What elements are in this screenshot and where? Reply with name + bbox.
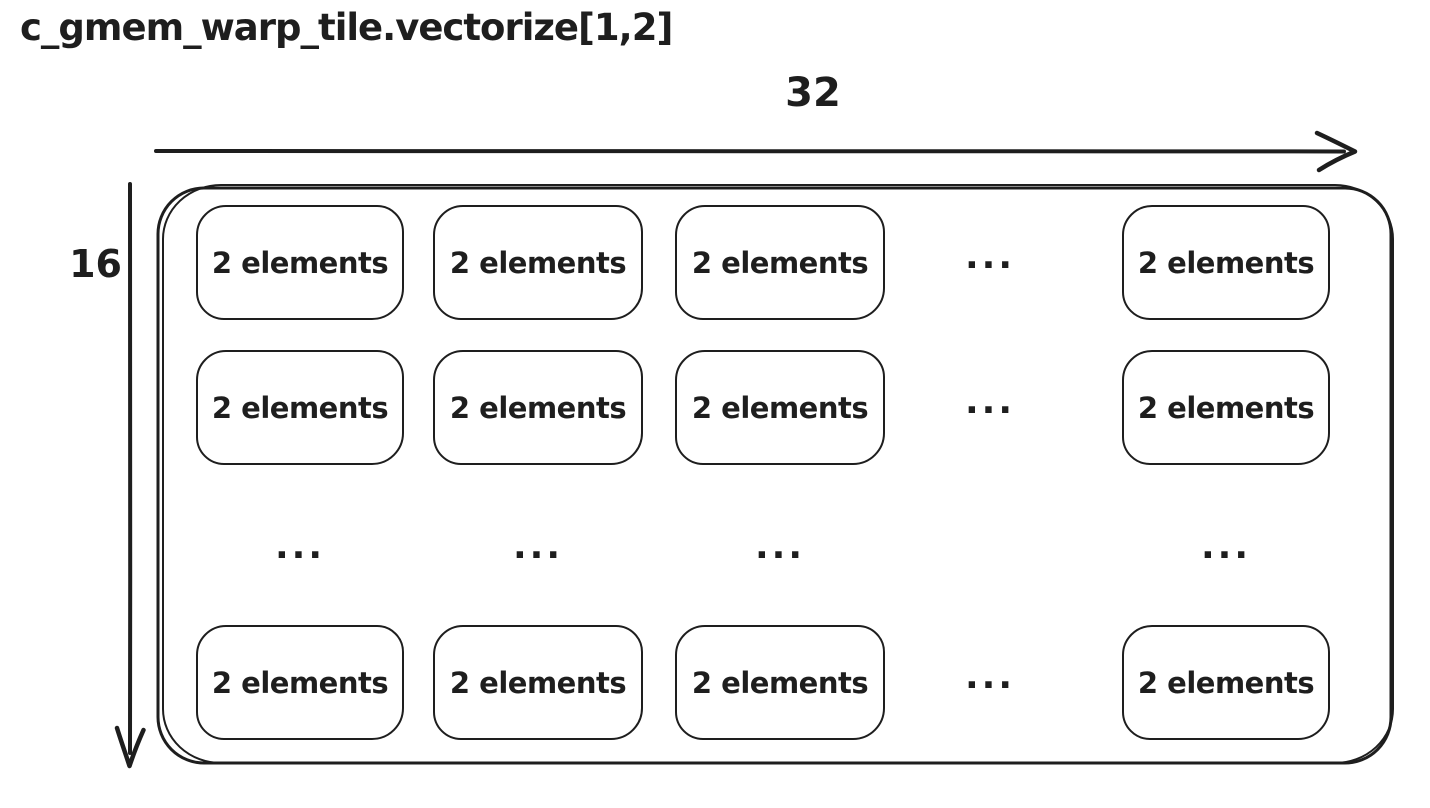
tile-cell: 2 elements	[433, 625, 643, 740]
ellipsis-dots: ...	[274, 526, 326, 567]
tile-cell: 2 elements	[675, 625, 885, 740]
ellipsis-dots: ...	[1200, 526, 1252, 567]
tile-cell: 2 elements	[1122, 625, 1330, 740]
tile-cell: 2 elements	[1122, 205, 1330, 320]
height-dimension-label: 16	[69, 242, 122, 286]
tile-cell: 2 elements	[196, 625, 404, 740]
width-arrow	[154, 130, 1358, 173]
tile-grid: 2 elements 2 elements 2 elements... 2 eleme…	[155, 185, 1395, 765]
tile-cell: 2 elements	[433, 350, 643, 465]
tile-cell: 2 elements	[1122, 350, 1330, 465]
ellipsis-dots: ...	[964, 236, 1016, 277]
tile-cell: 2 elements	[675, 205, 885, 320]
ellipsis-dots: ...	[964, 381, 1016, 422]
height-arrow	[114, 182, 146, 769]
ellipsis-dots: ...	[754, 526, 806, 567]
diagram-title: c_gmem_warp_tile.vectorize[1,2]	[20, 6, 673, 49]
ellipsis-dots: ...	[964, 656, 1016, 697]
width-dimension-label: 32	[785, 70, 841, 116]
tile-cell: 2 elements	[675, 350, 885, 465]
tile-outer-box-outline	[156, 184, 1394, 765]
tile-cell: 2 elements	[196, 350, 404, 465]
tile-cell: 2 elements	[196, 205, 404, 320]
tile-cell: 2 elements	[433, 205, 643, 320]
ellipsis-dots: ...	[512, 526, 564, 567]
